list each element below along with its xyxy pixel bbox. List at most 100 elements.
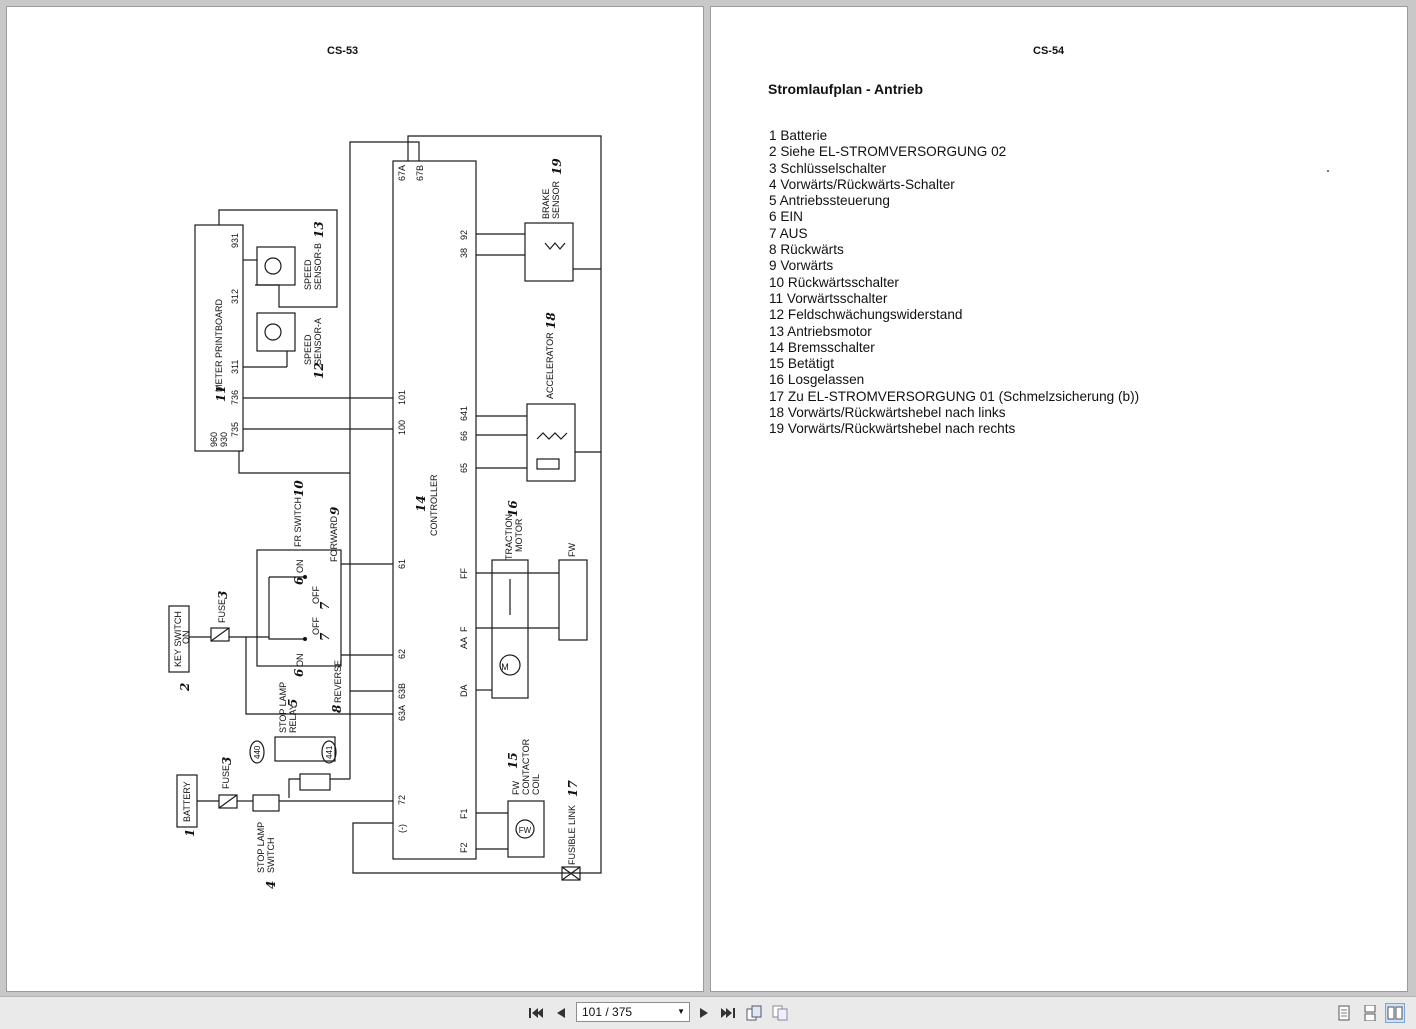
page-number-right: CS-54	[1033, 45, 1065, 57]
first-page-button[interactable]	[526, 1003, 546, 1023]
label-on-2: ON	[295, 654, 305, 668]
ref-number-3: 3	[216, 591, 230, 599]
legend-item: 5 Antriebssteuerung	[769, 193, 890, 209]
single-page-view-button[interactable]	[1334, 1003, 1354, 1023]
pin-63a: 63A	[397, 705, 407, 721]
ref-number-13: 13	[312, 221, 326, 238]
legend-item: 10 Rückwärtsschalter	[769, 274, 899, 290]
next-page-icon	[700, 1008, 708, 1018]
ref-number-19: 19	[550, 158, 564, 175]
ref-number-12: 12	[312, 362, 326, 379]
fr-switch-box	[256, 549, 342, 667]
label-key-switch-2: ON	[181, 631, 191, 645]
pin-641: 641	[459, 406, 469, 421]
ref-number-6b: 6	[292, 668, 306, 677]
pin-312: 312	[230, 289, 240, 304]
ref-number-2: 2	[178, 683, 192, 692]
legend-item: 15 Betätigt	[769, 356, 834, 372]
legend-item: 8 Rückwärts	[769, 242, 844, 258]
ref-number-8: 8	[330, 704, 344, 713]
continuous-view-button[interactable]	[1360, 1003, 1380, 1023]
legend-item: 6 EIN	[769, 209, 803, 225]
label-meter-printboard: METER PRINTBOARD	[214, 298, 224, 392]
label-battery: BATTERY	[182, 781, 192, 822]
speed-sensor-b-box	[256, 246, 296, 286]
stop-lamp-relay-box	[274, 736, 336, 762]
prev-page-button[interactable]	[551, 1003, 571, 1023]
pin-minus: (-)	[397, 824, 407, 833]
stop-lamp-switch-box	[252, 794, 280, 812]
legend-item: 9 Vorwärts	[769, 258, 834, 274]
ref-number-14: 14	[414, 495, 428, 512]
label-off-1: OFF	[311, 586, 321, 604]
motor-symbol-label: M	[501, 662, 509, 672]
legend-item: 3 Schlüsselschalter	[769, 160, 887, 176]
continuous-icon	[1364, 1005, 1376, 1021]
page-selector[interactable]: 101 / 375 ▼	[576, 1002, 690, 1022]
pin-736: 736	[230, 390, 240, 405]
rotate-button[interactable]	[744, 1003, 764, 1023]
ref-number-7: 7	[318, 601, 332, 610]
page-number-left: CS-53	[327, 45, 359, 57]
label-fw-contactor: FW	[511, 781, 521, 795]
label-fw-contactor-2: CONTACTOR	[521, 738, 531, 795]
speed-sensor-a-box	[256, 312, 296, 352]
label-speed-sensor-a: SPEED	[303, 334, 313, 365]
legend-item: 2 Siehe EL-STROMVERSORGUNG 02	[769, 144, 1007, 160]
label-stop-lamp-relay-2: RELAY	[288, 704, 298, 733]
label-controller: CONTROLLER	[429, 474, 439, 536]
pin-960: 960	[209, 432, 219, 447]
legend-item: 7 AUS	[769, 225, 808, 241]
controller-box	[392, 160, 477, 860]
label-traction-motor-2: MOTOR	[514, 518, 524, 552]
label-traction-motor: TRACTION	[504, 514, 514, 560]
next-page-button[interactable]	[694, 1003, 714, 1023]
label-brake-sensor: BRAKE	[541, 188, 551, 219]
legend-item: 4 Vorwärts/Rückwärts-Schalter	[769, 176, 955, 192]
pin-100: 100	[397, 420, 407, 435]
label-stop-lamp-switch: STOP LAMP	[256, 822, 266, 873]
traction-motor-box	[491, 559, 529, 699]
legend-item: 14 Bremsschalter	[769, 339, 875, 355]
label-off-2: OFF	[311, 617, 321, 635]
legend-item: 16 Losgelassen	[769, 372, 865, 388]
label-fuse-top: FUSE	[217, 599, 227, 623]
wire-960	[238, 451, 350, 474]
key-switch-box	[168, 605, 190, 673]
fw-field-box	[558, 559, 588, 641]
last-page-button[interactable]	[718, 1003, 738, 1023]
label-fuse-bottom: FUSE	[221, 765, 231, 789]
label-fr-switch: FR SWITCH	[293, 497, 303, 547]
two-page-view-button[interactable]	[1385, 1003, 1405, 1023]
pin-f1: F1	[459, 808, 469, 819]
ref-number-3b: 3	[220, 757, 234, 765]
legend-item: 11 Vorwärtsschalter	[769, 290, 888, 306]
pin-101: 101	[397, 390, 407, 405]
ref-number-6: 6	[292, 576, 306, 585]
label-brake-sensor-2: SENSOR	[551, 180, 561, 219]
rotate-icon	[746, 1005, 762, 1021]
ref-number-1: 1	[183, 829, 197, 837]
ref-number-9: 9	[328, 506, 342, 515]
wire-ground-return	[352, 822, 570, 874]
wire-main-loop	[407, 135, 602, 874]
fusible-link-box	[561, 866, 581, 881]
page-selector-text: 101 / 375	[582, 1005, 633, 1019]
brake-sensor-box	[524, 222, 574, 282]
legend-item: 12 Feldschwächungswiderstand	[769, 307, 963, 323]
pin-38: 38	[459, 248, 469, 258]
legend-item: 17 Zu EL-STROMVERSORGUNG 01 (Schmelzsich…	[769, 388, 1140, 404]
pin-ff: FF	[459, 568, 469, 579]
label-accelerator: ACCELERATOR	[545, 332, 555, 399]
ref-number-5: 5	[286, 699, 300, 707]
rotate-back-icon	[772, 1005, 788, 1021]
pin-aa: AA	[459, 637, 469, 649]
fw-contactor-box	[507, 800, 545, 858]
label-stop-lamp-relay: STOP LAMP	[278, 682, 288, 733]
pin-67a: 67A	[397, 165, 407, 181]
rotate-back-button[interactable]	[770, 1003, 790, 1023]
pin-66: 66	[459, 431, 469, 441]
ref-number-10: 10	[292, 480, 306, 497]
ref-number-15: 15	[506, 752, 520, 769]
wire-ground-bus	[349, 141, 420, 779]
